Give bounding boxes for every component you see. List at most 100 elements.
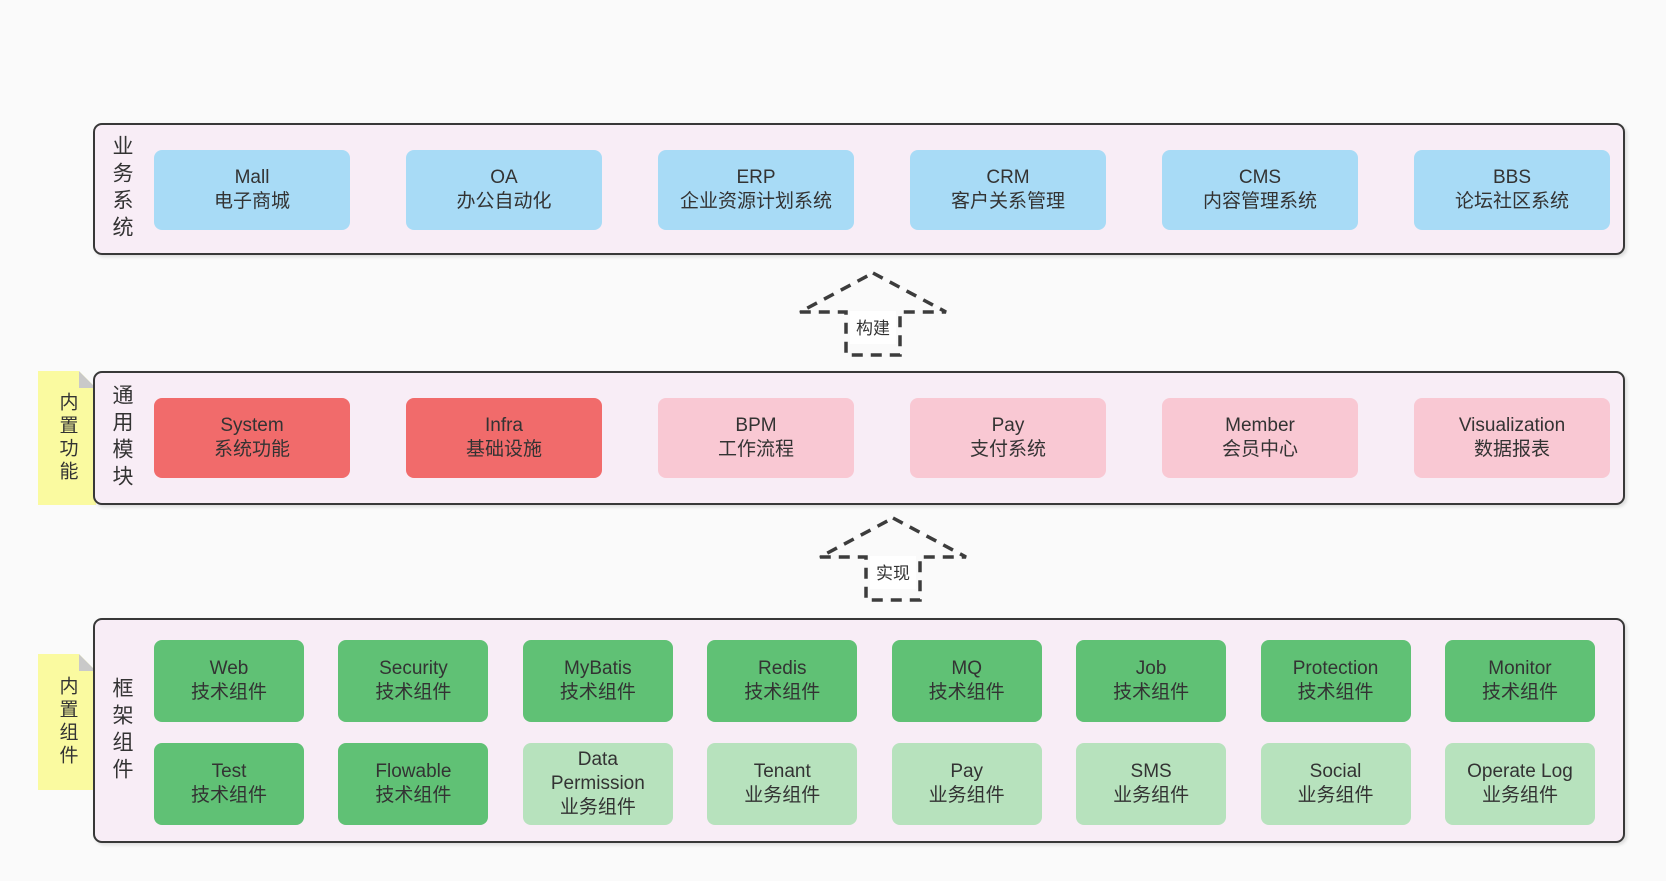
- implement-arrow: 实现: [818, 516, 968, 602]
- component-subtitle: 业务组件: [928, 785, 1005, 806]
- component-erp: ERP 企业资源计划系统: [658, 150, 854, 230]
- arrow-label: 构建: [850, 311, 896, 344]
- component-title: Test: [211, 761, 247, 782]
- component-tenant: Tenant 业务组件: [707, 743, 858, 825]
- component-subtitle: 内容管理系统: [1202, 191, 1317, 212]
- component-subtitle: 业务组件: [744, 785, 821, 806]
- component-title: Pay: [991, 415, 1025, 436]
- component-subtitle: 企业资源计划系统: [679, 191, 832, 212]
- component-social: Social 业务组件: [1260, 743, 1411, 825]
- component-bpm: BPM 工作流程: [658, 398, 854, 478]
- component-pay: Pay 业务组件: [891, 743, 1042, 825]
- note-label: 内置组件: [56, 676, 78, 768]
- component-security: Security 技术组件: [338, 640, 489, 722]
- component-infra: Infra 基础设施: [406, 398, 602, 478]
- component-subtitle: 数据报表: [1473, 439, 1550, 460]
- component-subtitle: 业务组件: [1113, 785, 1190, 806]
- up-block-arrow-icon: [799, 271, 947, 357]
- arrow-label: 实现: [870, 556, 916, 589]
- layer-label: 框架组件: [110, 676, 133, 785]
- component-subtitle: 技术组件: [190, 785, 267, 806]
- component-oa: OA 办公自动化: [406, 150, 602, 230]
- component-subtitle: 技术组件: [1113, 682, 1190, 703]
- component-subtitle: 电子商城: [213, 191, 290, 212]
- component-title: BPM: [735, 415, 777, 436]
- component-title: Infra: [484, 415, 524, 436]
- component-subtitle: 工作流程: [717, 439, 794, 460]
- component-visualization: Visualization 数据报表: [1414, 398, 1610, 478]
- component-title: Redis: [757, 658, 807, 679]
- component-subtitle: 业务组件: [1297, 785, 1374, 806]
- component-title: Data Permission: [550, 749, 645, 794]
- component-test: Test 技术组件: [154, 743, 304, 825]
- component-subtitle: 支付系统: [969, 439, 1046, 460]
- component-bbs: BBS 论坛社区系统: [1414, 150, 1610, 230]
- component-title: OA: [490, 167, 518, 188]
- component-subtitle: 技术组件: [744, 682, 821, 703]
- component-title: Security: [379, 658, 448, 679]
- component-monitor: Monitor 技术组件: [1444, 640, 1595, 722]
- component-redis: Redis 技术组件: [707, 640, 858, 722]
- component-title: ERP: [736, 167, 776, 188]
- component-subtitle: 技术组件: [375, 785, 452, 806]
- component-operate-log: Operate Log 业务组件: [1444, 743, 1595, 825]
- component-subtitle: 客户关系管理: [950, 191, 1065, 212]
- component-title: Member: [1225, 415, 1295, 436]
- component-pay: Pay 支付系统: [910, 398, 1106, 478]
- component-subtitle: 论坛社区系统: [1454, 191, 1569, 212]
- component-title: Mall: [234, 167, 270, 188]
- component-subtitle: 技术组件: [559, 682, 636, 703]
- component-title: Flowable: [375, 761, 452, 782]
- up-block-arrow-icon: [819, 516, 967, 602]
- component-title: Tenant: [753, 761, 811, 782]
- component-title: Web: [209, 658, 249, 679]
- component-cms: CMS 内容管理系统: [1162, 150, 1358, 230]
- component-subtitle: 基础设施: [465, 439, 542, 460]
- component-title: Pay: [950, 761, 984, 782]
- component-mall: Mall 电子商城: [154, 150, 350, 230]
- component-subtitle: 办公自动化: [456, 191, 552, 212]
- sticky-note-builtin-features: 内置功能: [38, 371, 96, 505]
- component-title: CMS: [1238, 167, 1282, 188]
- component-mybatis: MyBatis 技术组件: [522, 640, 673, 722]
- component-title: Operate Log: [1467, 761, 1573, 782]
- component-subtitle: 系统功能: [213, 439, 290, 460]
- component-flowable: Flowable 技术组件: [338, 743, 489, 825]
- component-title: Visualization: [1458, 415, 1566, 436]
- layer-label: 通用模块: [110, 384, 133, 492]
- component-subtitle: 技术组件: [1481, 682, 1558, 703]
- component-title: Monitor: [1488, 658, 1552, 679]
- component-web: Web 技术组件: [154, 640, 304, 722]
- component-title: MyBatis: [564, 658, 632, 679]
- component-title: MQ: [951, 658, 982, 679]
- layer-label: 业务系统: [110, 135, 133, 243]
- component-title: Protection: [1292, 658, 1379, 679]
- component-title: BBS: [1492, 167, 1532, 188]
- component-subtitle: 业务组件: [559, 797, 636, 818]
- component-subtitle: 技术组件: [190, 682, 267, 703]
- component-subtitle: 技术组件: [1297, 682, 1374, 703]
- component-subtitle: 业务组件: [1481, 785, 1558, 806]
- sticky-note-builtin-components: 内置组件: [38, 654, 96, 790]
- component-title: Social: [1309, 761, 1362, 782]
- component-data-permission: Data Permission 业务组件: [522, 743, 673, 825]
- build-arrow: 构建: [798, 271, 948, 357]
- component-subtitle: 技术组件: [375, 682, 452, 703]
- component-protection: Protection 技术组件: [1260, 640, 1411, 722]
